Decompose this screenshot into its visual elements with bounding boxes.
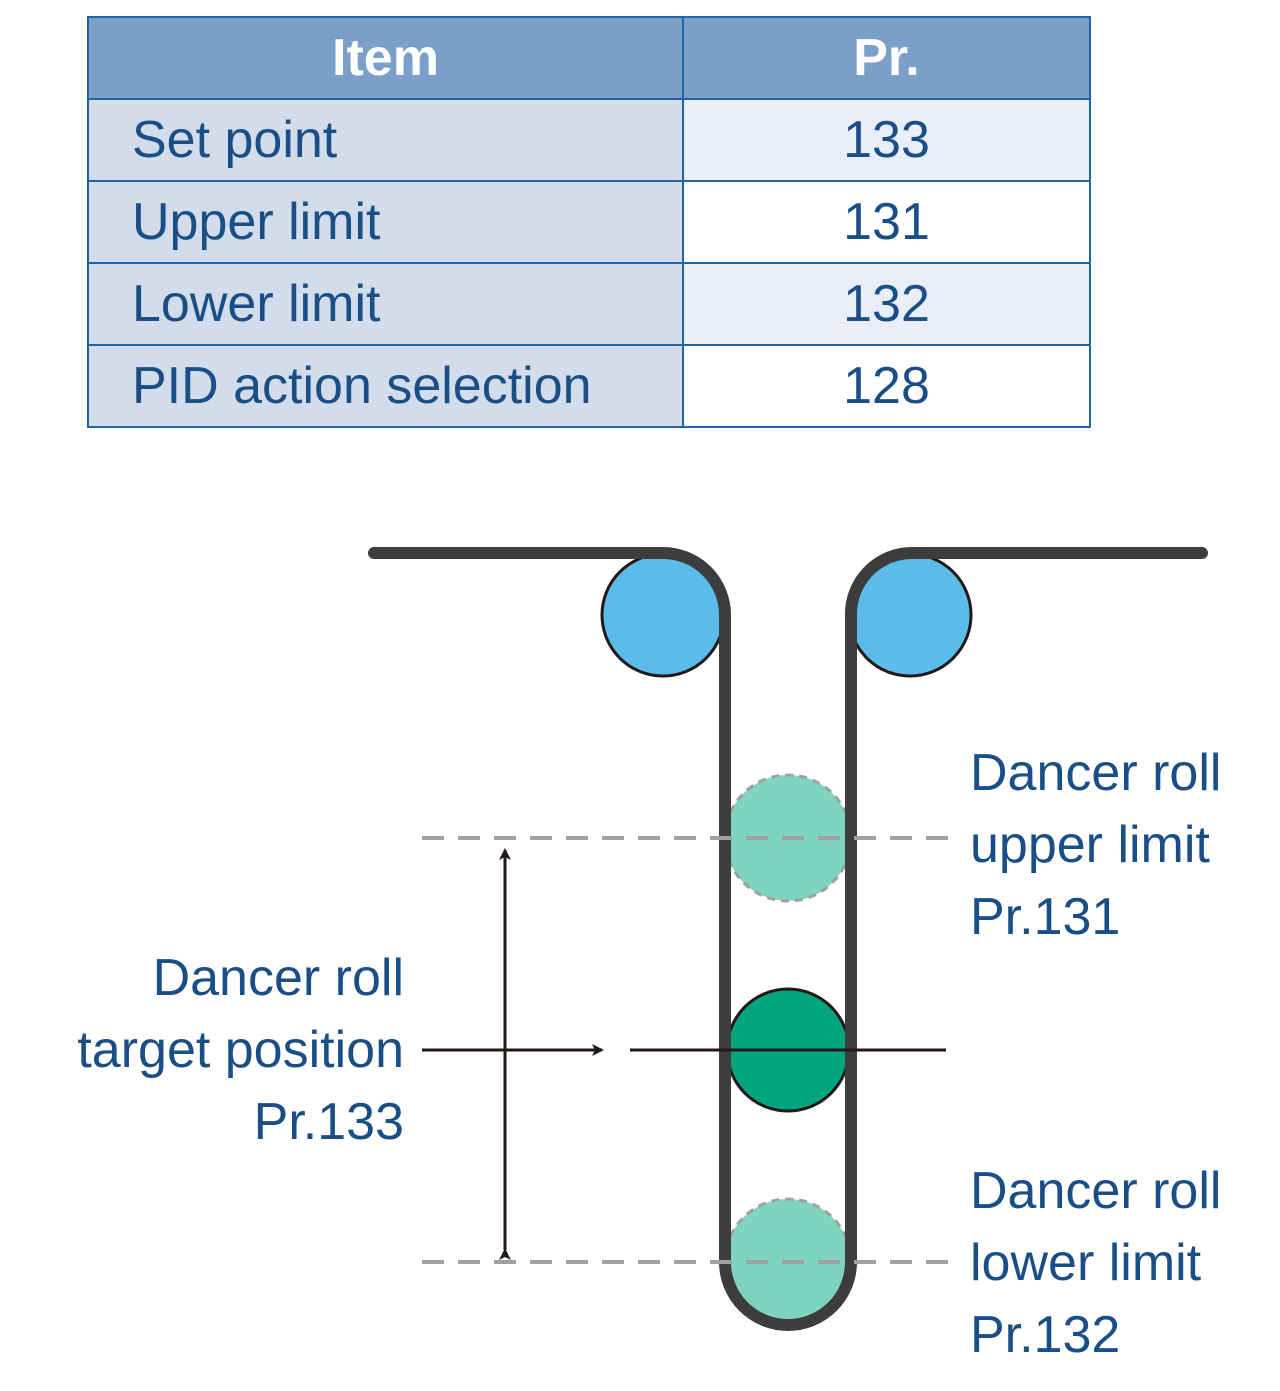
target-position-label: Dancer roll target position Pr.133 xyxy=(77,949,404,1151)
table-row: Set point 133 xyxy=(87,98,1091,182)
upper-label-line-1: Dancer roll xyxy=(970,744,1221,802)
row-pr: 128 xyxy=(682,344,1091,428)
lower-label-line-2: lower limit xyxy=(970,1234,1202,1292)
target-label-line-2: target position xyxy=(77,1021,404,1079)
table-header-row: Item Pr. xyxy=(87,16,1091,100)
lower-label-line-3: Pr.132 xyxy=(970,1306,1120,1364)
row-pr: 132 xyxy=(682,262,1091,346)
header-pr: Pr. xyxy=(682,16,1091,100)
row-item: Upper limit xyxy=(87,180,684,264)
lower-limit-label: Dancer roll lower limit Pr.132 xyxy=(970,1162,1221,1364)
header-item: Item xyxy=(87,16,684,100)
row-pr: 131 xyxy=(682,180,1091,264)
row-pr: 133 xyxy=(682,98,1091,182)
target-label-line-3: Pr.133 xyxy=(254,1093,404,1151)
row-item: Set point xyxy=(87,98,684,182)
upper-limit-label: Dancer roll upper limit Pr.131 xyxy=(970,744,1221,946)
upper-label-line-3: Pr.131 xyxy=(970,888,1120,946)
table-row: Lower limit 132 xyxy=(87,262,1091,346)
parameter-table: Item Pr. Set point 133 Upper limit 131 L… xyxy=(87,16,1091,428)
table-row: PID action selection 128 xyxy=(87,344,1091,428)
target-label-line-1: Dancer roll xyxy=(153,949,404,1007)
upper-label-line-2: upper limit xyxy=(970,816,1210,874)
table-row: Upper limit 131 xyxy=(87,180,1091,264)
web-belt xyxy=(368,547,1208,1331)
lower-label-line-1: Dancer roll xyxy=(970,1162,1221,1220)
row-item: Lower limit xyxy=(87,262,684,346)
row-item: PID action selection xyxy=(87,344,684,428)
